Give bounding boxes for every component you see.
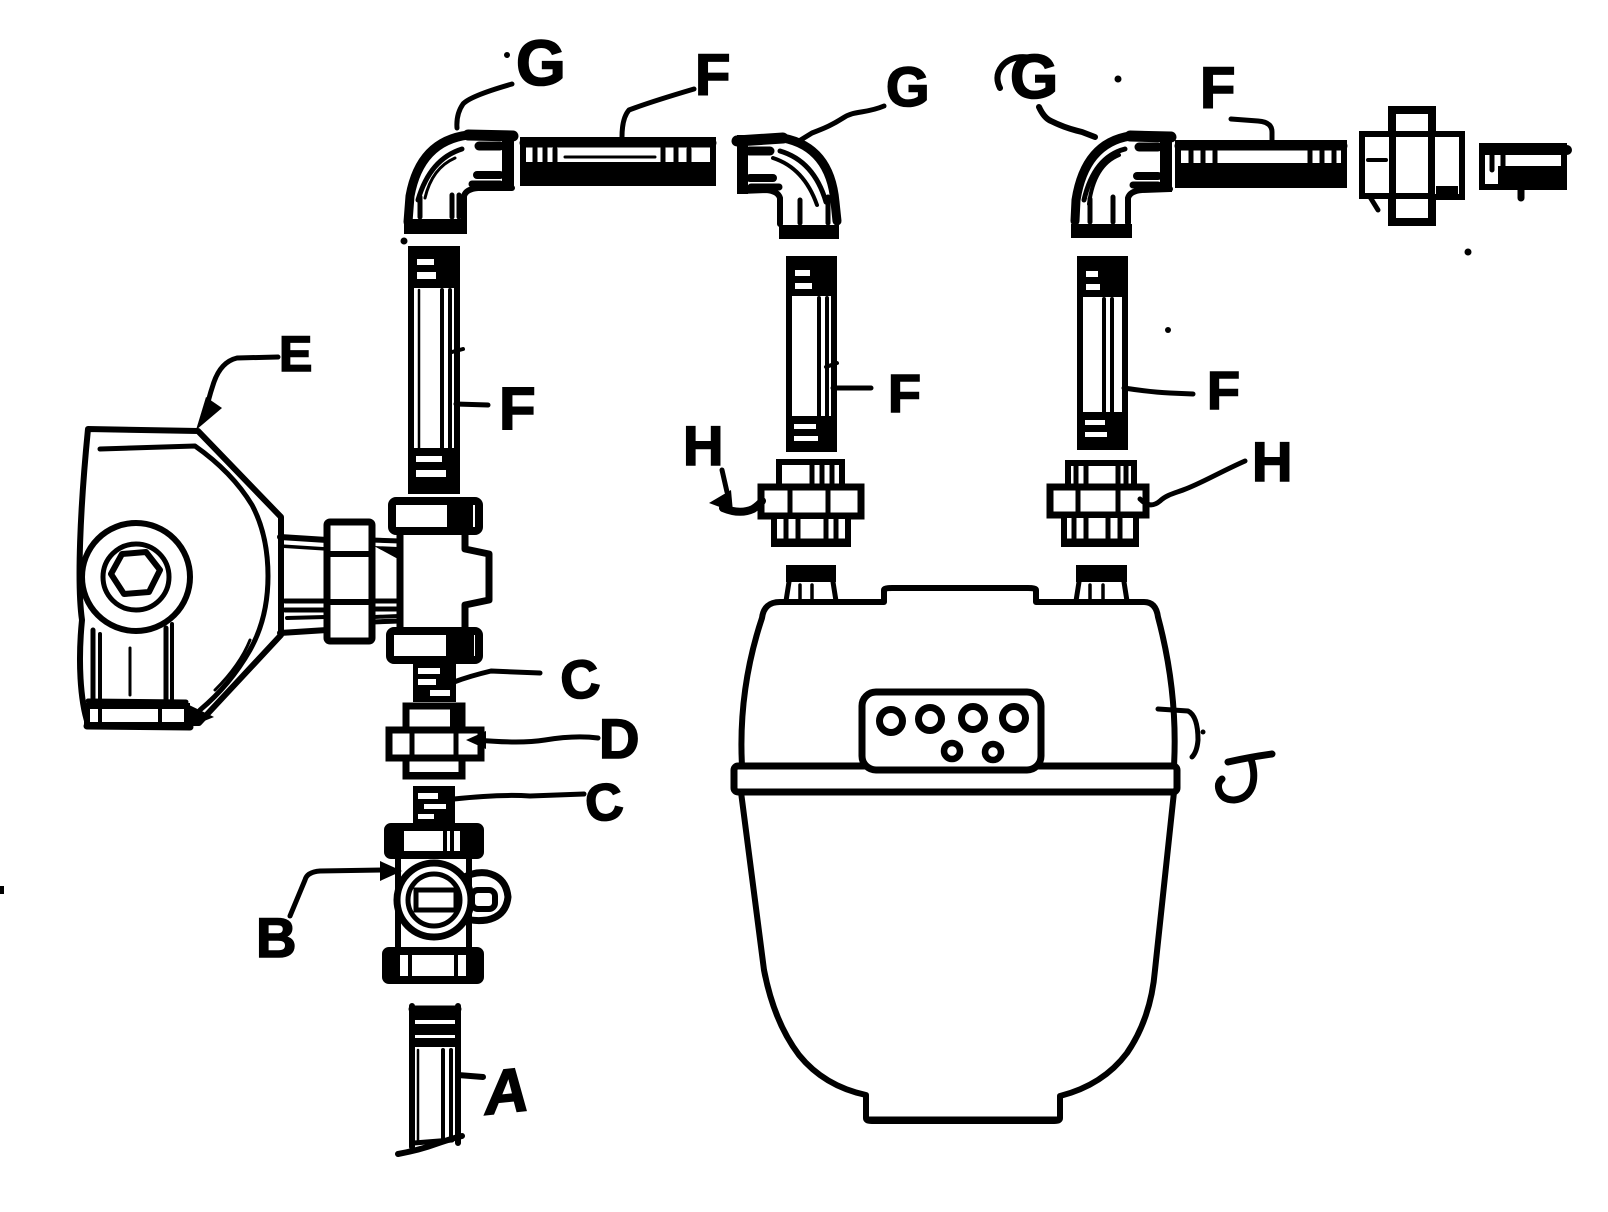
svg-text:F: F xyxy=(695,43,730,108)
svg-text:G: G xyxy=(516,27,566,99)
svg-text:C: C xyxy=(582,772,627,835)
svg-text:F: F xyxy=(888,364,921,424)
svg-text:D: D xyxy=(599,707,639,770)
svg-text:H: H xyxy=(683,414,723,477)
svg-text:G: G xyxy=(886,55,930,118)
svg-text:F: F xyxy=(499,375,536,442)
svg-text:E: E xyxy=(279,326,312,382)
svg-text:H: H xyxy=(1252,430,1292,493)
svg-text:C: C xyxy=(557,648,604,713)
svg-text:G: G xyxy=(1010,43,1058,112)
svg-text:A: A xyxy=(478,1055,532,1129)
svg-text:F: F xyxy=(1200,56,1235,121)
svg-text:F: F xyxy=(1207,361,1240,421)
